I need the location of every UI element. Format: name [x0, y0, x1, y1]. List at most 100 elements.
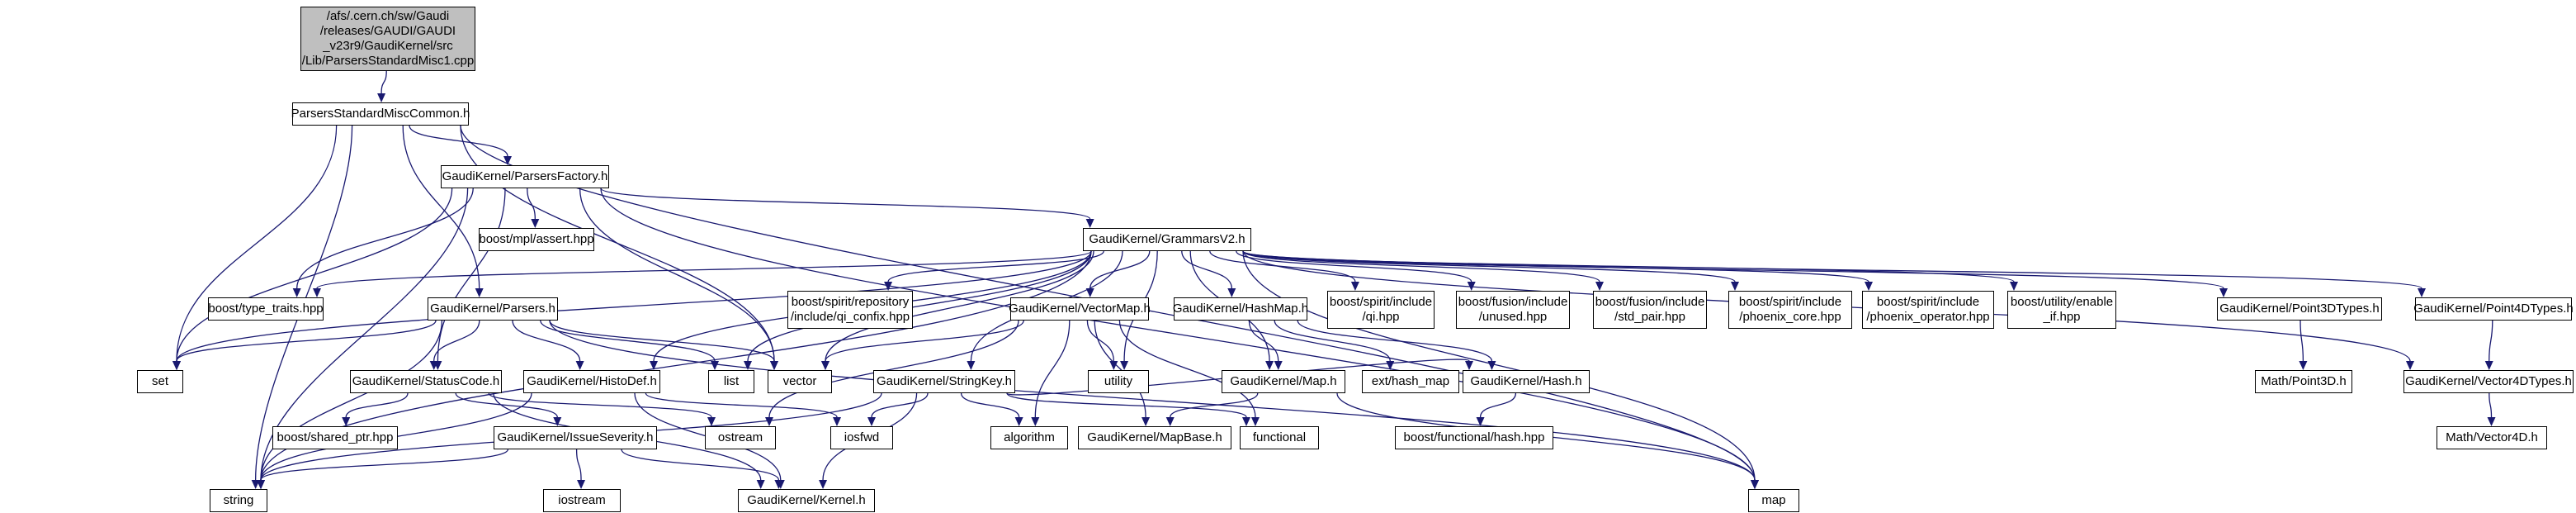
edge-common-parsers [402, 125, 480, 289]
arrowhead-grammarsv2-list [744, 361, 752, 370]
arrowhead-stringkey-iosfwd [867, 417, 876, 426]
graph-node-fusionstdpair[interactable]: boost/fusion/include/std_pair.hpp [1593, 291, 1707, 329]
graph-node-label: Math/Point3D.h [2261, 374, 2347, 388]
graph-node-iostream[interactable]: iostream [543, 489, 621, 512]
graph-node-vectormap[interactable]: GaudiKernel/VectorMap.h [1009, 297, 1151, 321]
edge-cpp-common [380, 70, 387, 94]
graph-node-label: GaudiKernel/Hash.h [1470, 374, 1582, 388]
arrowhead-stringkey-algorithm [1014, 417, 1023, 426]
graph-node-gmap[interactable]: GaudiKernel/Map.h [1222, 370, 1345, 393]
arrowhead-common-parsersfactory [503, 156, 512, 165]
arrowhead-parsersfactory-typetraits [292, 288, 301, 297]
graph-node-point3d[interactable]: GaudiKernel/Point3DTypes.h [2217, 297, 2382, 321]
graph-node-label: iosfwd [844, 430, 880, 444]
edge-hashmap-gmap [1248, 320, 1279, 362]
graph-node-label: /std_pair.hpp [1614, 310, 1685, 324]
graph-node-label: boost/spirit/repository [791, 295, 910, 309]
graph-node-algorithm[interactable]: algorithm [990, 426, 1068, 449]
arrowhead-grammarsv2-phoenixop [1865, 282, 1873, 291]
edge-grammarsv2-qiconfix [887, 250, 1104, 283]
graph-node-point4d[interactable]: GaudiKernel/Point4DTypes.h [2413, 297, 2574, 321]
arrowhead-grammarsv2-fusionstdpair [1595, 282, 1604, 291]
graph-node-label: GaudiKernel/GrammarsV2.h [1089, 232, 1245, 246]
graph-node-parsersfactory[interactable]: GaudiKernel/ParsersFactory.h [441, 165, 609, 188]
arrowhead-hashmap-gmap [1274, 361, 1283, 370]
arrowhead-vectormap-functional [1250, 417, 1260, 426]
graph-node-label: GaudiKernel/HistoDef.h [527, 374, 657, 388]
arrowhead-grammarsv2-point4d [2418, 288, 2426, 297]
graph-node-label: boost/shared_ptr.hpp [277, 430, 394, 444]
arrowhead-issueseverity-iostream [577, 480, 586, 489]
graph-node-map[interactable]: map [1748, 489, 1799, 512]
graph-node-ghash[interactable]: GaudiKernel/Hash.h [1463, 370, 1590, 393]
graph-node-label: boost/spirit/include [1738, 295, 1842, 309]
graph-node-stringkey[interactable]: GaudiKernel/StringKey.h [873, 370, 1015, 393]
graph-node-sharedptr[interactable]: boost/shared_ptr.hpp [272, 426, 398, 449]
graph-node-set[interactable]: set [137, 370, 183, 393]
arrowhead-grammarsv2-typetraits [313, 288, 321, 297]
graph-node-label: ext/hash_map [1371, 374, 1450, 388]
graph-node-functional[interactable]: functional [1240, 426, 1319, 449]
graph-node-common[interactable]: ParsersStandardMiscCommon.h [291, 102, 470, 126]
graph-node-utility[interactable]: utility [1088, 370, 1149, 393]
graph-node-kernel[interactable]: GaudiKernel/Kernel.h [738, 489, 875, 512]
arrowhead-vectormap-algorithm [1031, 417, 1040, 426]
edge-statuscode-ostream [488, 392, 712, 418]
graph-node-boosthash[interactable]: boost/functional/hash.hpp [1395, 426, 1553, 449]
graph-node-cpp[interactable]: /afs/.cern.ch/sw/Gaudi/releases/GAUDI/GA… [300, 7, 475, 71]
arrowhead-hashmap-exthashmap [1386, 361, 1395, 370]
arrowhead-parsersfactory-mplassert [531, 219, 540, 228]
arrowhead-grammarsv2-histodef [650, 361, 658, 370]
arrowhead-gmap-mapbase [1165, 417, 1175, 426]
graph-node-grammarsv2[interactable]: GaudiKernel/GrammarsV2.h [1083, 228, 1251, 251]
graph-node-qi[interactable]: boost/spirit/include/qi.hpp [1327, 291, 1435, 329]
graph-node-label: ParsersStandardMiscCommon.h [291, 107, 470, 121]
graph-node-label: boost/spirit/include [1876, 295, 1980, 309]
graph-node-label: GaudiKernel/HashMap.h [1172, 302, 1309, 316]
graph-node-label: algorithm [1004, 430, 1055, 444]
graph-node-enableif[interactable]: boost/utility/enable_if.hpp [2007, 291, 2116, 329]
graph-node-fusionunused[interactable]: boost/fusion/include/unused.hpp [1456, 291, 1570, 329]
graph-node-statuscode[interactable]: GaudiKernel/StatusCode.h [350, 370, 502, 393]
arrowhead-grammarsv2-enableif [2010, 282, 2018, 291]
graph-node-mathvector4d[interactable]: Math/Vector4D.h [2437, 426, 2547, 449]
graph-node-vector4dtypes[interactable]: GaudiKernel/Vector4DTypes.h [2403, 370, 2574, 393]
graph-node-label: /releases/GAUDI/GAUDI [319, 24, 456, 38]
edge-parsers-string [260, 320, 443, 481]
arrowhead-grammarsv2-stringkey [967, 361, 976, 370]
graph-node-hashmap[interactable]: GaudiKernel/HashMap.h [1172, 297, 1309, 321]
graph-node-iosfwd[interactable]: iosfwd [830, 426, 893, 449]
graph-node-phoenixcore[interactable]: boost/spirit/include/phoenix_core.hpp [1728, 291, 1852, 329]
graph-node-phoenixop[interactable]: boost/spirit/include/phoenix_operator.hp… [1862, 291, 1994, 329]
arrowhead-cpp-common [377, 93, 386, 102]
arrowhead-grammarsv2-utility [1120, 361, 1129, 370]
graph-node-label: /afs/.cern.ch/sw/Gaudi [326, 9, 450, 23]
graph-node-label: /phoenix_operator.hpp [1866, 310, 1990, 324]
graph-node-histodef[interactable]: GaudiKernel/HistoDef.h [523, 370, 660, 393]
edge-parsersfactory-grammarsv2 [600, 188, 1091, 220]
arrowhead-gmap-map [1751, 480, 1759, 489]
arrowhead-grammarsv2-vectormap [1085, 288, 1094, 297]
edge-statuscode-issueseverity [455, 392, 558, 418]
graph-node-qiconfix[interactable]: boost/spirit/repository/include/qi_confi… [787, 291, 913, 329]
graph-node-label: boost/fusion/include [1595, 295, 1705, 309]
graph-node-mapbase[interactable]: GaudiKernel/MapBase.h [1078, 426, 1231, 449]
graph-node-vector[interactable]: vector [768, 370, 832, 393]
graph-node-parsers[interactable]: GaudiKernel/Parsers.h [428, 297, 558, 321]
graph-node-exthashmap[interactable]: ext/hash_map [1362, 370, 1459, 393]
graph-node-issueseverity[interactable]: GaudiKernel/IssueSeverity.h [494, 426, 657, 449]
edge-parsersfactory-set [176, 188, 453, 362]
graph-node-mplassert[interactable]: boost/mpl/assert.hpp [479, 228, 594, 251]
edge-parsersfactory-vector [579, 188, 775, 362]
graph-node-typetraits[interactable]: boost/type_traits.hpp [208, 297, 324, 321]
arrowhead-hashmap-ghash [1487, 361, 1496, 370]
arrowhead-stringkey-ghash [1465, 361, 1473, 370]
graph-node-label: map [1761, 493, 1786, 507]
graph-node-string[interactable]: string [210, 489, 267, 512]
graph-node-label: GaudiKernel/StringKey.h [877, 374, 1012, 388]
graph-node-list[interactable]: list [708, 370, 754, 393]
graph-node-ostream[interactable]: ostream [705, 426, 776, 449]
edge-point3d-mathpoint3d [2299, 320, 2304, 362]
graph-node-mathpoint3d[interactable]: Math/Point3D.h [2255, 370, 2352, 393]
